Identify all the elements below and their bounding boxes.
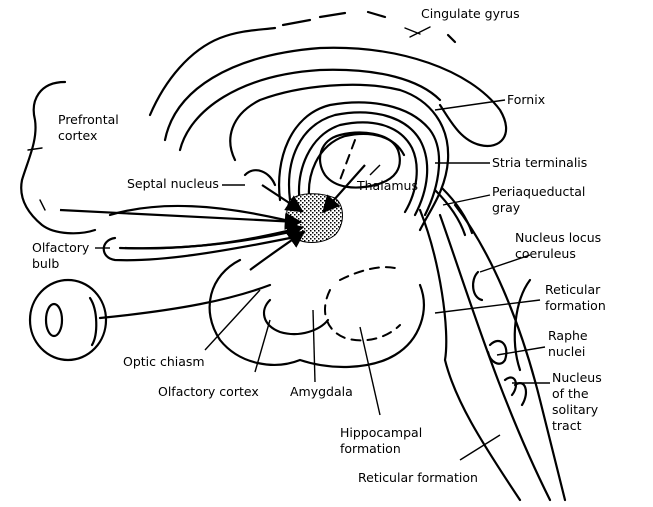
leader-reticular-bottom	[459, 434, 501, 461]
fornix-arch-4	[298, 121, 418, 214]
label-olfactory-bulb: Olfactory bulb	[32, 240, 90, 271]
arrow-prefrontal	[59, 208, 303, 231]
label-stria-terminalis: Stria terminalis	[492, 155, 588, 170]
prefrontal-cortex-outline	[20, 80, 97, 235]
locus-coeruleus-shape	[472, 270, 484, 302]
prefrontal-fiber	[108, 204, 287, 222]
leader-periaqueductal	[442, 194, 491, 206]
label-reticular-formation-bottom: Reticular formation	[358, 470, 478, 485]
hippocampal-dashed-2	[339, 266, 396, 281]
arrow-septal	[261, 184, 304, 213]
cingulate-dash	[318, 11, 347, 19]
prefrontal-tick	[39, 199, 46, 211]
fornix-arch-outer	[229, 83, 450, 232]
periaqueductal-line	[440, 186, 474, 235]
olfactory-bulb-inner	[118, 230, 292, 250]
label-fornix: Fornix	[507, 92, 546, 107]
label-olfactory-cortex: Olfactory cortex	[158, 384, 259, 399]
optic-nerve	[98, 283, 272, 320]
amygdala-outline	[262, 298, 330, 336]
fornix-arch-2	[278, 101, 441, 217]
septal-area	[243, 169, 277, 187]
leader-optic	[204, 289, 261, 351]
label-amygdala: Amygdala	[290, 384, 353, 399]
leader-locus	[479, 254, 531, 273]
eye	[28, 278, 108, 362]
periaqueductal-line	[433, 188, 467, 237]
label-prefrontal-cortex: Prefrontal cortex	[58, 112, 119, 143]
leader-reticular-right	[434, 299, 541, 314]
hippocampal-dashed	[324, 289, 401, 342]
label-optic-chiasm: Optic chiasm	[123, 354, 205, 369]
label-hippocampal-formation: Hippocampal formation	[340, 425, 423, 456]
label-periaqueductal-gray: Periaqueductal gray	[492, 184, 586, 215]
olfactory-bulb	[102, 236, 292, 262]
eye-lens	[44, 302, 64, 338]
leader-hippocampal	[359, 326, 381, 416]
cerebellum-curve	[513, 278, 532, 372]
cingulate-gyrus-outline	[148, 26, 277, 117]
label-cingulate-gyrus: Cingulate gyrus	[421, 6, 520, 21]
label-thalamus: Thalamus	[357, 178, 418, 193]
prefrontal-tick	[27, 147, 43, 151]
cingulate-dash	[281, 18, 312, 27]
leader-olfactory-cortex	[254, 319, 271, 373]
cingulate-dash	[446, 33, 457, 44]
cingulate-dash	[366, 10, 387, 19]
leader-fornix	[434, 99, 506, 111]
callosum-band-outer	[163, 46, 508, 148]
label-septal-nucleus: Septal nucleus	[127, 176, 219, 191]
label-raphe-nuclei: Raphe nuclei	[548, 328, 588, 359]
brainstem-left	[418, 208, 522, 502]
leader-thalamus	[369, 164, 381, 176]
label-nucleus-locus-coeruleus: Nucleus locus coeruleus	[515, 230, 602, 261]
thalamus-outline	[318, 131, 401, 189]
thalamus-internal-dash	[339, 139, 356, 181]
cingulate-leader	[404, 26, 431, 38]
arrow-thalamus	[322, 164, 366, 214]
fornix-arch-3	[288, 111, 429, 217]
temporal-lobe	[208, 258, 425, 369]
leader-raphe	[496, 346, 546, 356]
raphe-nuclei-shape	[486, 339, 508, 365]
leader-amygdala	[312, 309, 316, 383]
label-reticular-formation-right: Reticular formation	[545, 282, 606, 313]
label-nucleus-solitary-tract: Nucleus of the solitary tract	[552, 370, 602, 433]
brainstem-right	[453, 203, 567, 502]
arrow-lower	[249, 230, 306, 271]
eye-cornea	[88, 296, 98, 347]
solitary-tract-shape	[503, 376, 528, 407]
callosum-band-inner	[178, 68, 442, 152]
